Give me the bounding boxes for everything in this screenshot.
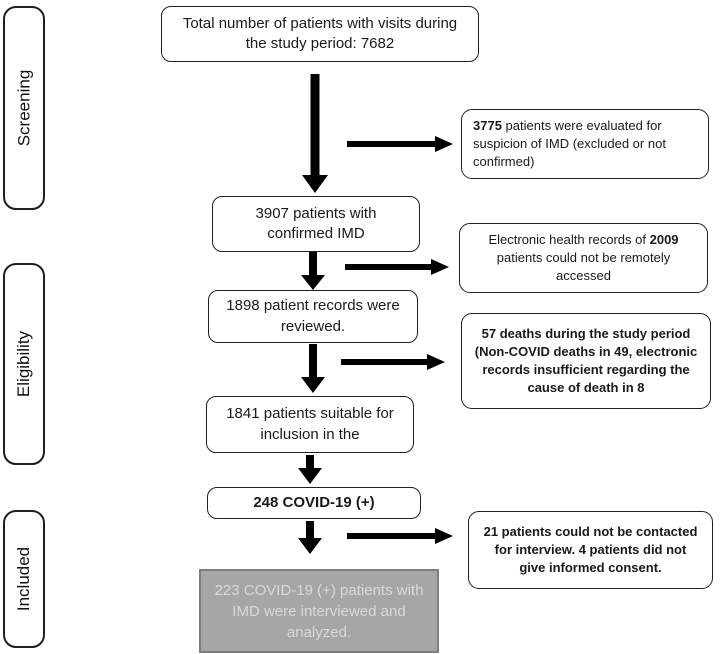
- deaths-text: 57 deaths during the study period (Non-C…: [474, 325, 698, 396]
- records-reviewed-box: 1898 patient records were reviewed.: [208, 290, 418, 343]
- not-contacted-box: 21 patients could not be contacted for i…: [468, 511, 713, 589]
- excluded-suspicion-box: 3775 patients were evaluated for suspici…: [461, 109, 709, 179]
- final-analyzed-text: 223 COVID-19 (+) patients with IMD were …: [214, 581, 424, 641]
- deaths-box: 57 deaths during the study period (Non-C…: [461, 313, 711, 409]
- confirmed-imd-text: 3907 patients with confirmed IMD: [255, 204, 377, 242]
- records-reviewed-text: 1898 patient records were reviewed.: [226, 297, 400, 335]
- stage-label-eligibility: Eligibility: [3, 263, 45, 465]
- stage-label-screening-text: Screening: [14, 69, 33, 147]
- arrow-down-total-to-confirmed: [302, 74, 328, 193]
- stage-label-eligibility-text: Eligibility: [14, 330, 34, 398]
- arrow-down-suitable-to-covid: [298, 455, 322, 484]
- arrow-right-to-excluded: [347, 136, 453, 152]
- stage-label-included: Included: [3, 510, 45, 648]
- not-contacted-text: 21 patients could not be contacted for i…: [483, 523, 698, 576]
- records-not-accessed-box: Electronic health records of 2009 patien…: [459, 223, 708, 293]
- final-analyzed-box: 223 COVID-19 (+) patients with IMD were …: [199, 569, 439, 653]
- stage-label-included-text: Included: [14, 546, 33, 612]
- suitable-patients-box: 1841 patients suitable for inclusion in …: [206, 396, 414, 453]
- arrow-down-confirmed-to-reviewed: [301, 252, 325, 290]
- total-patients-box: Total number of patients with visits dur…: [161, 6, 479, 62]
- stage-label-screening: Screening: [3, 6, 45, 210]
- total-patients-text: Total number of patients with visits dur…: [182, 14, 458, 52]
- confirmed-imd-box: 3907 patients with confirmed IMD: [212, 196, 420, 252]
- covid-positive-text: 248 COVID-19 (+): [253, 493, 375, 511]
- arrow-right-to-not-contacted: [347, 528, 453, 544]
- arrow-right-to-not-accessed: [345, 259, 449, 275]
- excluded-suspicion-text: 3775 patients were evaluated for suspici…: [473, 117, 666, 170]
- arrow-right-to-deaths: [341, 354, 445, 370]
- records-not-accessed-text: Electronic health records of 2009 patien…: [488, 231, 679, 284]
- suitable-patients-text: 1841 patients suitable for inclusion in …: [226, 405, 394, 443]
- covid-positive-box: 248 COVID-19 (+): [207, 487, 421, 519]
- arrow-down-covid-to-final: [298, 521, 322, 554]
- arrow-down-reviewed-to-suitable: [301, 344, 325, 393]
